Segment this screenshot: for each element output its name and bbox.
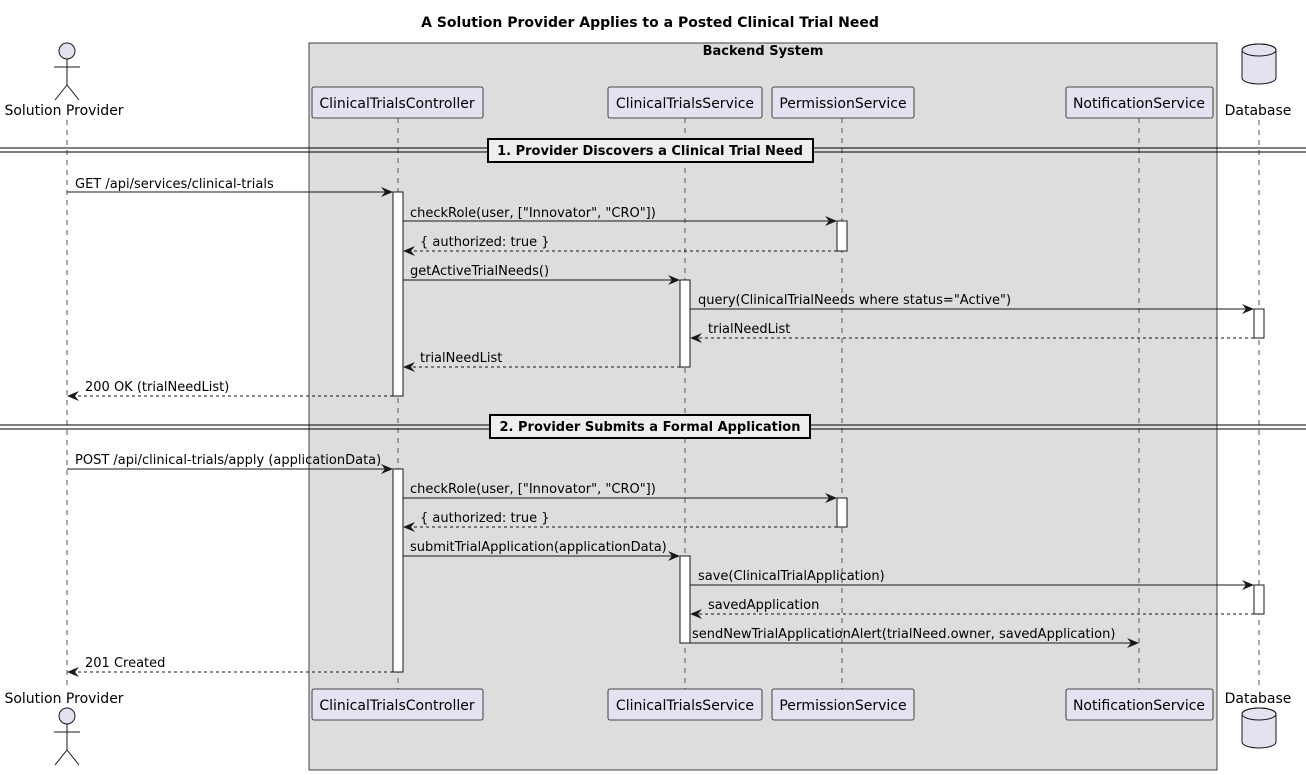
participant-notification-top: NotificationService <box>1065 86 1214 119</box>
participant-label: PermissionService <box>779 96 906 112</box>
message-label: POST /api/clinical-trials/apply (applica… <box>75 453 381 468</box>
section-label: 2. Provider Submits a Formal Application <box>500 420 801 435</box>
message: { authorized: true } <box>403 511 837 532</box>
participants-top: Solution Provider ClinicalTrialsControll… <box>4 42 1292 119</box>
messages: GET /api/services/clinical-trials checkR… <box>67 177 1254 677</box>
activation-database <box>1253 308 1265 339</box>
message-label: { authorized: true } <box>420 511 550 526</box>
message-label: save(ClinicalTrialApplication) <box>698 569 885 584</box>
activation-bars <box>392 191 1265 673</box>
message: trialNeedList <box>690 322 1254 343</box>
participant-label: ClinicalTrialsService <box>616 698 754 714</box>
message-label: GET /api/services/clinical-trials <box>75 177 274 192</box>
message-label: { authorized: true } <box>420 235 550 250</box>
message: sendNewTrialApplicationAlert(trialNeed.o… <box>690 627 1139 648</box>
message: getActiveTrialNeeds() <box>403 264 680 285</box>
actor-solution-provider-top: Solution Provider <box>4 42 124 119</box>
participant-permission-bottom: PermissionService <box>771 688 915 721</box>
message-label: checkRole(user, ["Innovator", "CRO"]) <box>410 482 656 497</box>
message: POST /api/clinical-trials/apply (applica… <box>67 453 393 474</box>
message-label: sendNewTrialApplicationAlert(trialNeed.o… <box>692 627 1115 642</box>
backend-system-label: Backend System <box>703 44 824 59</box>
message: 201 Created <box>67 656 393 677</box>
actor-solution-provider-bottom: Solution Provider <box>4 691 124 766</box>
activation-database <box>1253 584 1265 615</box>
activation-permission <box>836 220 848 252</box>
participant-label: Database <box>1225 103 1292 119</box>
section-label: 1. Provider Discovers a Clinical Trial N… <box>497 144 803 159</box>
section-divider: 2. Provider Submits a Formal Application <box>0 414 1306 439</box>
participant-label: Solution Provider <box>4 691 123 707</box>
database-top: Database <box>1225 43 1292 119</box>
database-bottom: Database <box>1225 691 1292 749</box>
message-label: submitTrialApplication(applicationData) <box>410 540 667 555</box>
activation-controller <box>392 468 404 673</box>
participant-service-bottom: ClinicalTrialsService <box>607 688 763 721</box>
participant-label: NotificationService <box>1073 698 1205 714</box>
participant-label: ClinicalTrialsController <box>319 698 474 714</box>
activation-controller <box>392 191 404 397</box>
participant-permission-top: PermissionService <box>771 86 915 119</box>
message-label: 201 Created <box>85 656 165 671</box>
message: { authorized: true } <box>403 235 837 256</box>
message: trialNeedList <box>403 351 680 372</box>
activation-service <box>679 555 691 644</box>
message: GET /api/services/clinical-trials <box>67 177 393 197</box>
activation-permission <box>836 497 848 528</box>
participant-label: Database <box>1225 691 1292 707</box>
participant-controller-bottom: ClinicalTrialsController <box>311 688 484 721</box>
participants-bottom: Solution Provider ClinicalTrialsControll… <box>4 688 1292 766</box>
participant-controller-top: ClinicalTrialsController <box>311 86 484 119</box>
message: query(ClinicalTrialNeeds where status="A… <box>690 293 1254 314</box>
message: checkRole(user, ["Innovator", "CRO"]) <box>403 482 837 503</box>
message-label: trialNeedList <box>420 351 502 366</box>
message-label: 200 OK (trialNeedList) <box>85 380 229 395</box>
message-label: query(ClinicalTrialNeeds where status="A… <box>698 293 1011 308</box>
message-label: checkRole(user, ["Innovator", "CRO"]) <box>410 206 656 221</box>
message-label: trialNeedList <box>708 322 790 337</box>
diagram-title: A Solution Provider Applies to a Posted … <box>421 15 879 31</box>
section-divider: 1. Provider Discovers a Clinical Trial N… <box>0 138 1306 163</box>
backend-system-box <box>308 42 1218 771</box>
message: save(ClinicalTrialApplication) <box>690 569 1254 590</box>
message-label: savedApplication <box>708 598 819 613</box>
activation-service <box>679 279 691 368</box>
participant-notification-bottom: NotificationService <box>1065 688 1214 721</box>
participant-service-top: ClinicalTrialsService <box>607 86 763 119</box>
message: savedApplication <box>690 598 1254 619</box>
message-label: getActiveTrialNeeds() <box>410 264 549 279</box>
participant-label: ClinicalTrialsService <box>616 96 754 112</box>
participant-label: NotificationService <box>1073 96 1205 112</box>
message: submitTrialApplication(applicationData) <box>403 540 680 561</box>
message: 200 OK (trialNeedList) <box>67 380 393 401</box>
message: checkRole(user, ["Innovator", "CRO"]) <box>403 206 837 226</box>
participant-label: ClinicalTrialsController <box>319 96 474 112</box>
participant-label: PermissionService <box>779 698 906 714</box>
participant-label: Solution Provider <box>4 103 123 119</box>
